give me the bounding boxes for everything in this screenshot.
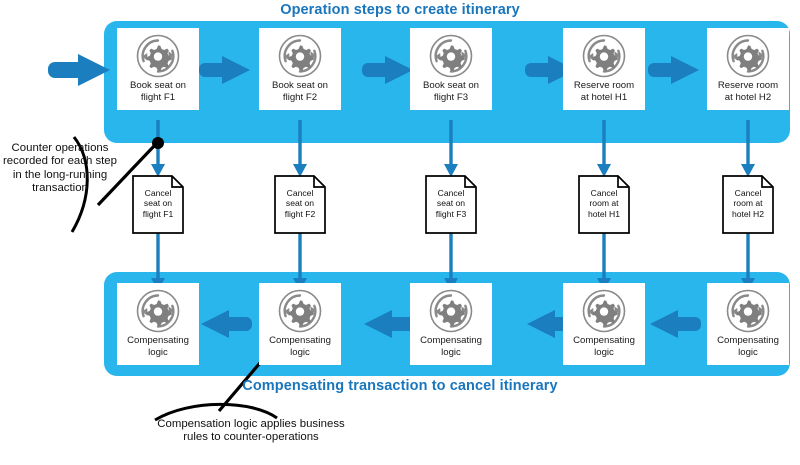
- document-node-2-line2: seat on: [285, 198, 315, 209]
- document-node-5-label: Cancel room at hotel H2: [723, 188, 773, 219]
- left-annotation-text: Counter operations recorded for each ste…: [3, 142, 117, 195]
- document-node-5-line2: room at: [733, 198, 763, 209]
- step-node-2-label-line1: Book seat on: [271, 80, 328, 91]
- document-node-3-label: Cancel seat on flight F3: [426, 188, 476, 219]
- step-node-4-label-line1: Reserve room: [573, 80, 635, 91]
- step-node-1-label-line2: flight F1: [140, 92, 176, 103]
- arrow-comp3-comp2: [364, 310, 415, 338]
- step-node-5-label-line1: Reserve room: [717, 80, 779, 91]
- step-node-1-label-line1: Book seat on: [129, 80, 186, 91]
- compensating-node-4[interactable]: Compensating logic: [563, 283, 645, 365]
- document-node-4-line3: hotel H1: [587, 208, 620, 219]
- document-node-1-label: Cancel seat on flight F1: [133, 188, 183, 219]
- document-node-3-line1: Cancel: [437, 188, 465, 198]
- step-to-document-connectors: [151, 120, 755, 177]
- connector-step5-doc5: [741, 120, 755, 177]
- document-node-4-line1: Cancel: [590, 188, 618, 198]
- bottom-annotation-text: Compensation logic applies business rule…: [157, 418, 345, 444]
- connector-step3-doc3: [444, 120, 458, 177]
- left-annotation-leader: [70, 136, 164, 233]
- step-node-3-label-line2: flight F3: [433, 92, 469, 103]
- step-node-1[interactable]: Book seat on flight F1: [117, 28, 199, 110]
- step-node-5[interactable]: Reserve room at hotel H2: [707, 28, 789, 110]
- page-title-bottom: Compensating transaction to cancel itine…: [242, 378, 558, 394]
- page-title-top: Operation steps to create itinerary: [280, 2, 520, 18]
- document-node-1-line1: Cancel: [144, 188, 172, 198]
- document-node-2-line3: flight F2: [284, 208, 316, 219]
- document-to-compensating-connectors: [151, 233, 755, 291]
- compensating-node-5[interactable]: Compensating logic: [707, 283, 789, 365]
- arrow-step1-step2: [199, 56, 250, 84]
- compensating-node-2-line1: Compensating: [269, 335, 331, 346]
- step-node-2-label-line2: flight F2: [282, 92, 318, 103]
- document-node-5[interactable]: Cancel room at hotel H2: [723, 176, 773, 233]
- connector-step4-doc4: [597, 120, 611, 177]
- compensating-node-3[interactable]: Compensating logic: [410, 283, 492, 365]
- compensating-node-1[interactable]: Compensating logic: [117, 283, 199, 365]
- arrow-step3-step4: [525, 56, 576, 84]
- arrow-comp5-comp4: [650, 310, 701, 338]
- entry-arrow: [48, 54, 110, 86]
- compensating-node-3-line1: Compensating: [420, 335, 482, 346]
- compensating-node-3-line2: logic: [441, 347, 461, 358]
- document-node-3-line2: seat on: [436, 198, 466, 209]
- step-node-4-label-line2: at hotel H1: [580, 92, 628, 103]
- compensating-node-2[interactable]: Compensating logic: [259, 283, 341, 365]
- step-node-4[interactable]: Reserve room at hotel H1: [563, 28, 645, 110]
- compensating-node-4-line2: logic: [594, 347, 614, 358]
- document-node-2-label: Cancel seat on flight F2: [275, 188, 325, 219]
- compensating-node-4-line1: Compensating: [573, 335, 635, 346]
- document-node-4[interactable]: Cancel room at hotel H1: [579, 176, 629, 233]
- document-node-1[interactable]: Cancel seat on flight F1: [133, 176, 183, 233]
- document-node-1-line2: seat on: [143, 198, 173, 209]
- document-node-3[interactable]: Cancel seat on flight F3: [426, 176, 476, 233]
- compensating-node-5-line1: Compensating: [717, 335, 779, 346]
- compensating-node-2-line2: logic: [290, 347, 310, 358]
- arrow-step4-step5: [648, 56, 699, 84]
- step-node-5-label-line2: at hotel H2: [724, 92, 772, 103]
- compensating-node-5-line2: logic: [738, 347, 758, 358]
- document-node-2-line1: Cancel: [286, 188, 314, 198]
- document-node-2[interactable]: Cancel seat on flight F2: [275, 176, 325, 233]
- document-node-4-label: Cancel room at hotel H1: [579, 188, 629, 219]
- document-node-1-line3: flight F1: [142, 208, 174, 219]
- document-shapes: [132, 175, 774, 234]
- step-node-2[interactable]: Book seat on flight F2: [259, 28, 341, 110]
- document-node-5-line1: Cancel: [734, 188, 762, 198]
- connector-step2-doc2: [293, 120, 307, 177]
- document-node-3-line3: flight F3: [435, 208, 467, 219]
- document-node-5-line3: hotel H2: [731, 208, 764, 219]
- compensating-node-1-line1: Compensating: [127, 335, 189, 346]
- compensating-node-1-line2: logic: [148, 347, 168, 358]
- arrow-step2-step3: [362, 56, 413, 84]
- top-flow-arrows: [199, 56, 699, 84]
- step-node-3[interactable]: Book seat on flight F3: [410, 28, 492, 110]
- arrow-comp2-comp1: [201, 310, 252, 338]
- document-node-4-line2: room at: [589, 198, 619, 209]
- step-node-3-label-line1: Book seat on: [422, 80, 479, 91]
